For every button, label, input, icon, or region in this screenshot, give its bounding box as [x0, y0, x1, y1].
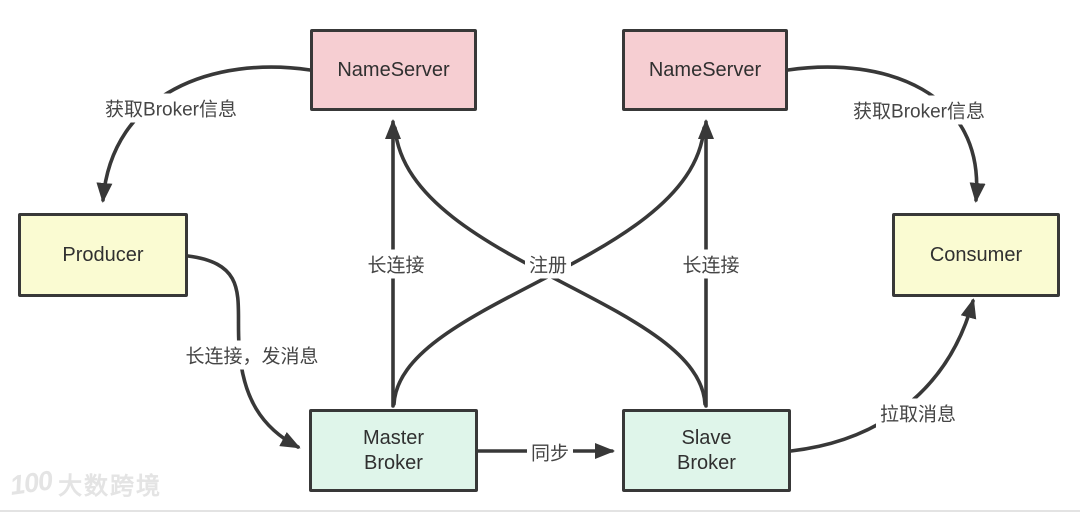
node-nameserver-left: NameServer — [310, 29, 477, 111]
edge-slave-broker-to-consumer — [789, 298, 977, 453]
node-consumer: Consumer — [892, 213, 1060, 297]
dashu-kuajing-logo-icon: 100 — [8, 465, 54, 501]
edge-nameserver-left-to-producer — [96, 65, 312, 203]
edge-label-register: 注册 — [524, 249, 572, 279]
node-master-broker-label: Master Broker — [362, 426, 425, 474]
edge-nameserver-right-to-consumer — [786, 65, 986, 203]
node-nameserver-left-label: NameServer — [337, 58, 450, 81]
edge-label-sync: 同步 — [526, 437, 574, 467]
node-nameserver-right: NameServer — [622, 29, 788, 111]
edge-label-long-connection-left: 长连接 — [363, 249, 429, 279]
edge-label-fetch-broker-info-right: 获取Broker信息 — [849, 95, 989, 125]
edge-label-pull-message: 拉取消息 — [875, 398, 961, 428]
node-master-broker: Master Broker — [309, 409, 478, 492]
node-producer: Producer — [18, 213, 188, 297]
watermark-brand-text: 大数跨境 — [58, 473, 163, 500]
node-slave-broker-label: Slave Broker — [677, 426, 736, 474]
node-slave-broker: Slave Broker — [622, 409, 791, 492]
edge-label-fetch-broker-info-left: 获取Broker信息 — [101, 93, 241, 123]
edge-label-long-connection-right: 长连接 — [678, 249, 744, 279]
node-consumer-label: Consumer — [929, 243, 1023, 266]
node-producer-label: Producer — [62, 243, 144, 266]
node-nameserver-right-label: NameServer — [648, 58, 762, 81]
watermark: 100 大数跨境 — [8, 465, 163, 501]
edge-label-long-connection-send: 长连接，发消息 — [181, 340, 323, 370]
